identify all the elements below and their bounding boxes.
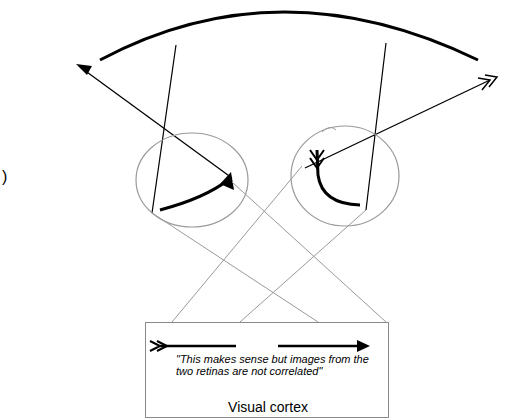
light-ray — [366, 43, 386, 210]
cortex-image — [160, 345, 236, 348]
retinal-image — [160, 180, 228, 210]
arrowhead — [220, 172, 234, 190]
optic-pathway — [240, 210, 366, 322]
right-eye — [291, 126, 399, 226]
arrowhead — [76, 64, 92, 75]
light-ray — [152, 45, 176, 213]
eye-contour — [322, 127, 336, 132]
optic-pathway — [152, 213, 318, 322]
left-eye — [136, 133, 248, 227]
double-arrowhead — [310, 150, 324, 168]
brain-region-box: "This makes sense but images from the tw… — [145, 322, 389, 418]
arrowhead — [357, 340, 370, 352]
note-text: "This makes sense but images from the tw… — [176, 353, 382, 377]
object-curve — [100, 12, 478, 60]
stray-label: ) — [2, 168, 7, 186]
double-arrowhead — [478, 75, 497, 90]
cortex-image — [278, 345, 360, 348]
light-ray — [305, 80, 490, 168]
region-name: Visual cortex — [228, 399, 308, 415]
optic-pathway — [232, 182, 386, 322]
optic-pathway — [172, 166, 302, 322]
light-ray — [80, 67, 232, 178]
